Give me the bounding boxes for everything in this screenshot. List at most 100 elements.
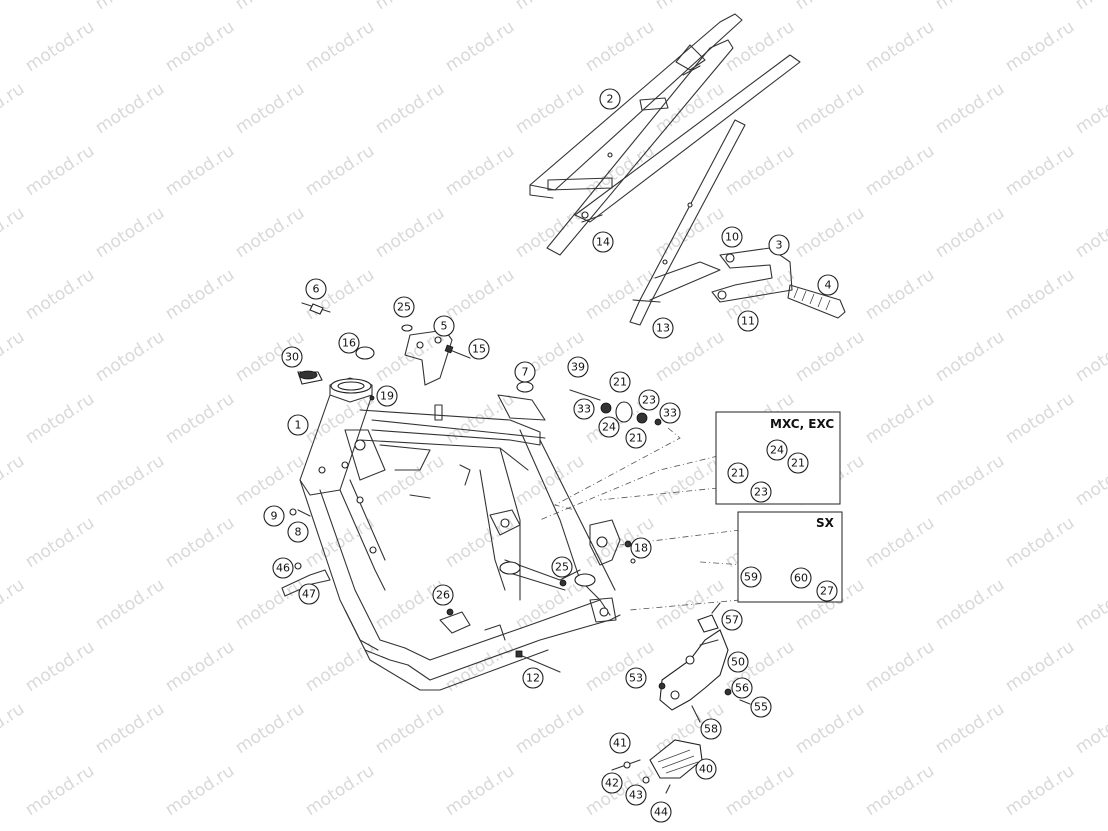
callout-55: 55 — [750, 696, 772, 718]
callout-21: 21 — [625, 427, 647, 449]
callout-30: 30 — [281, 346, 303, 368]
callout-circle — [263, 505, 285, 527]
callout-circle — [522, 667, 544, 689]
callout-circle — [638, 389, 660, 411]
callout-23: 23 — [638, 389, 660, 411]
callout-number: 42 — [605, 777, 619, 790]
callout-circle — [567, 356, 589, 378]
watermark-text: motod.ru — [232, 0, 308, 14]
callout-number: 41 — [613, 737, 627, 750]
callout-41: 41 — [609, 732, 631, 754]
sx-box-label: SX — [816, 516, 835, 530]
callout-number: 60 — [794, 572, 808, 585]
callout-number: 23 — [642, 394, 656, 407]
callout-circle — [700, 718, 722, 740]
callout-21: 21 — [787, 452, 809, 474]
watermark-text: motod.ru — [302, 141, 378, 200]
callout-number: 40 — [699, 763, 713, 776]
watermark-text: motod.ru — [512, 0, 588, 14]
watermark-text: motod.ru — [162, 761, 238, 820]
callout-number: 25 — [397, 301, 411, 314]
callout-number: 26 — [436, 589, 450, 602]
callout-number: 59 — [744, 571, 758, 584]
callout-15: 15 — [468, 338, 490, 360]
callout-47: 47 — [298, 583, 320, 605]
callout-circle — [659, 402, 681, 424]
callout-number: 10 — [725, 231, 739, 244]
callout-circle — [573, 398, 595, 420]
callout-number: 30 — [285, 351, 299, 364]
watermark-text: motod.ru — [92, 79, 168, 138]
watermark-text: motod.ru — [792, 0, 868, 14]
callout-circle — [298, 583, 320, 605]
watermark-text: motod.ru — [0, 79, 28, 138]
callout-number: 13 — [656, 322, 670, 335]
watermark-text: motod.ru — [372, 203, 448, 262]
callout-circle — [727, 462, 749, 484]
callout-circle — [816, 580, 838, 602]
callout-14: 14 — [592, 231, 614, 253]
callout-21: 21 — [727, 462, 749, 484]
watermark-text: motod.ru — [1002, 141, 1078, 200]
callout-33: 33 — [573, 398, 595, 420]
watermark-text: motod.ru — [162, 389, 238, 448]
callout-number: 33 — [663, 407, 677, 420]
watermark-text: motod.ru — [162, 17, 238, 76]
watermark-text: motod.ru — [22, 389, 98, 448]
watermark-text: motod.ru — [442, 637, 518, 696]
watermark-text: motod.ru — [372, 79, 448, 138]
callout-number: 21 — [731, 467, 745, 480]
watermark-text: motod.ru — [232, 203, 308, 262]
callout-number: 14 — [596, 236, 610, 249]
callout-number: 39 — [571, 361, 585, 374]
callout-25: 25 — [551, 556, 573, 578]
watermark-text: motod.ru — [0, 451, 28, 510]
watermark-text: motod.ru — [92, 575, 168, 634]
callout-circle — [338, 332, 360, 354]
callout-circle — [514, 361, 536, 383]
callout-circle — [737, 310, 759, 332]
callout-21: 21 — [609, 371, 631, 393]
watermark-text: motod.ru — [1002, 389, 1078, 448]
watermark-text: motod.ru — [302, 761, 378, 820]
watermark-text: motod.ru — [442, 141, 518, 200]
callout-23: 23 — [750, 481, 772, 503]
callout-circle — [598, 416, 620, 438]
watermark-text: motod.ru — [302, 389, 378, 448]
watermark-text: motod.ru — [22, 637, 98, 696]
callout-number: 4 — [825, 279, 832, 292]
callout-circle — [287, 414, 309, 436]
watermark-text: motod.ru — [1072, 699, 1108, 758]
watermark-text: motod.ru — [232, 699, 308, 758]
callout-circle — [592, 231, 614, 253]
callout-number: 3 — [776, 239, 783, 252]
callout-number: 58 — [704, 723, 718, 736]
callout-number: 56 — [735, 682, 749, 695]
watermark-text: motod.ru — [582, 17, 658, 76]
callout-57: 57 — [721, 609, 743, 631]
watermark-text: motod.ru — [162, 513, 238, 572]
watermark-text: motod.ru — [582, 637, 658, 696]
callout-circle — [790, 567, 812, 589]
callout-circle — [740, 566, 762, 588]
callout-circle — [281, 346, 303, 368]
watermark-text: motod.ru — [22, 141, 98, 200]
watermark-text: motod.ru — [722, 265, 798, 324]
callout-number: 8 — [295, 526, 302, 539]
watermark-text: motod.ru — [22, 513, 98, 572]
watermark-text: motod.ru — [1072, 79, 1108, 138]
watermark-text: motod.ru — [232, 79, 308, 138]
watermark-text: motod.ru — [862, 265, 938, 324]
watermark-text: motod.ru — [582, 761, 658, 820]
callout-58: 58 — [700, 718, 722, 740]
callout-circle — [393, 296, 415, 318]
watermark-text: motod.ru — [92, 451, 168, 510]
callout-circle — [599, 88, 621, 110]
variant-box-label: MXC, EXC — [770, 417, 834, 431]
watermark-text: motod.ru — [932, 575, 1008, 634]
watermark-text: motod.ru — [1072, 575, 1108, 634]
callout-number: 50 — [731, 656, 745, 669]
callout-1: 1 — [287, 414, 309, 436]
watermark-text: motod.ru — [162, 265, 238, 324]
